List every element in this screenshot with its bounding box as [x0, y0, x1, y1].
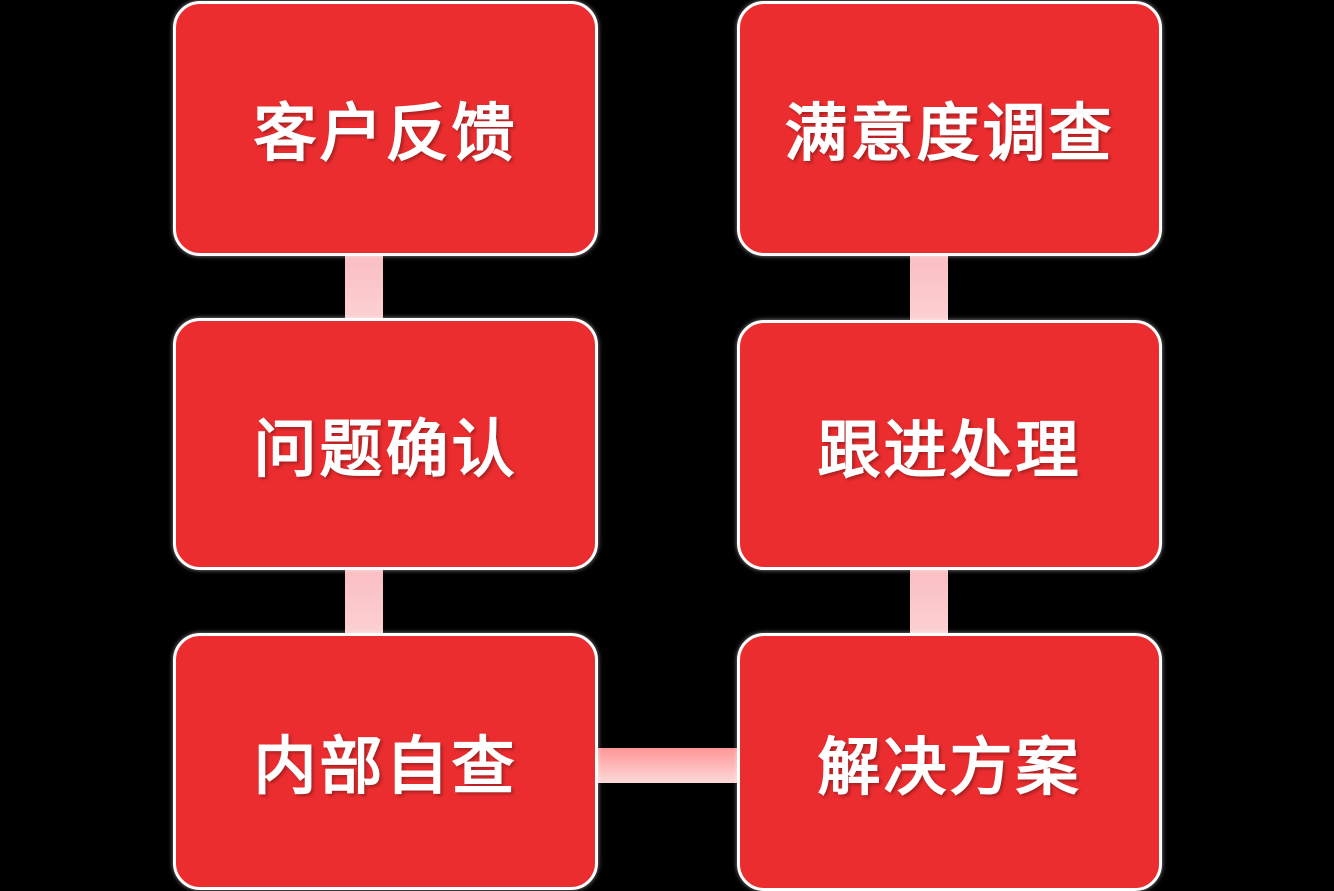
flow-node-label: 问题确认 [253, 412, 518, 486]
flow-node-internal-self-check: 内部自查 [173, 633, 598, 890]
flow-node-solution: 解决方案 [737, 633, 1162, 891]
connector-problem-confirmation-internal-self-check [345, 562, 383, 638]
flow-node-label: 内部自查 [253, 730, 518, 803]
flow-node-problem-confirmation: 问题确认 [173, 318, 598, 570]
connector-follow-up-handling-solution [910, 562, 948, 638]
flow-node-customer-feedback: 客户反馈 [173, 1, 598, 256]
flow-node-label: 满意度调查 [784, 97, 1115, 170]
connector-satisfaction-survey-follow-up-handling [910, 248, 948, 326]
flow-node-follow-up-handling: 跟进处理 [737, 320, 1162, 570]
connector-internal-self-check-solution [594, 748, 740, 783]
flow-node-label: 客户反馈 [253, 97, 518, 170]
connector-customer-feedback-problem-confirmation [345, 248, 383, 324]
flow-node-label: 跟进处理 [817, 413, 1082, 487]
flow-node-satisfaction-survey: 满意度调查 [737, 1, 1162, 256]
flow-node-label: 解决方案 [817, 730, 1082, 804]
